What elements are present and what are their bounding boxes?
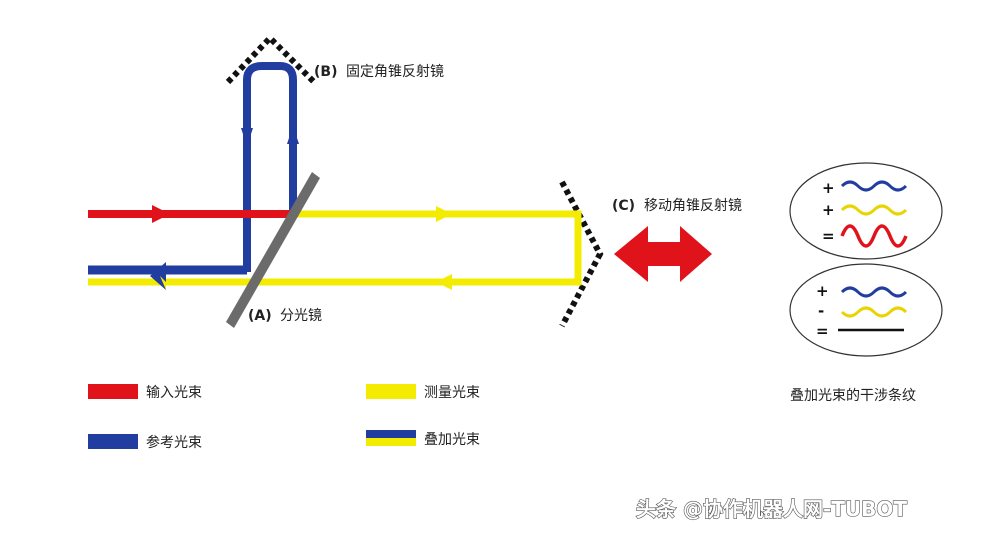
wave-blue — [840, 180, 908, 192]
measurement-arrow-out — [436, 206, 452, 222]
legend-item-superimposed: 叠加光束 — [366, 430, 480, 448]
fixed-corner-mirror — [225, 33, 319, 87]
watermark: 头条 @协作机器人网-TUBOT — [636, 497, 907, 521]
fixed-mirror-label: 固定角锥反射镜 — [346, 64, 444, 80]
destructive-interference: + - = — [789, 263, 943, 357]
symbol-plus: + — [822, 201, 835, 219]
moving-mirror-tag: (C) — [612, 198, 635, 214]
legend-swatch — [88, 434, 138, 449]
input-beam — [88, 205, 290, 223]
legend-label: 输入光束 — [146, 385, 202, 401]
legend-label: 测量光束 — [424, 385, 480, 401]
wave-yellow — [840, 204, 908, 216]
wave-red — [840, 224, 908, 248]
wave-yellow — [840, 306, 908, 318]
reference-arrow-up — [287, 126, 299, 144]
legend-item-input: 输入光束 — [88, 384, 202, 401]
symbol-minus: - — [818, 302, 824, 320]
moving-mirror-label: 移动角锥反射镜 — [644, 198, 742, 214]
legend-item-measurement: 测量光束 — [366, 384, 480, 401]
symbol-equals: = — [822, 227, 835, 245]
wave-blue — [840, 286, 908, 298]
interference-caption: 叠加光束的干涉条纹 — [790, 387, 916, 404]
legend-swatch-bottom — [366, 438, 416, 446]
output-arrow — [150, 262, 166, 290]
reference-arrow-down — [241, 128, 253, 146]
symbol-plus: + — [816, 282, 829, 300]
legend-label: 叠加光束 — [424, 432, 480, 448]
splitter-tag: (A) — [248, 308, 272, 324]
measurement-arrow-return — [436, 274, 452, 290]
symbol-equals: = — [816, 322, 829, 340]
legend-item-reference: 参考光束 — [88, 434, 202, 451]
legend-swatch — [366, 384, 416, 399]
reference-beam — [88, 62, 299, 275]
symbol-plus: + — [822, 179, 835, 197]
legend-label: 参考光束 — [146, 434, 202, 451]
constructive-interference: + + = — [789, 162, 943, 260]
legend: 输入光束 参考光束 测量光束 叠加光束 — [88, 384, 480, 451]
input-arrow — [152, 205, 170, 223]
fixed-mirror-tag: (B) — [314, 64, 337, 80]
movement-arrow — [614, 226, 712, 282]
legend-swatch-top — [366, 430, 416, 438]
measurement-beam — [88, 206, 582, 290]
beam-splitter — [226, 172, 320, 328]
splitter-label: 分光镜 — [280, 308, 322, 324]
legend-swatch — [88, 384, 138, 399]
moving-corner-mirror — [559, 180, 604, 328]
